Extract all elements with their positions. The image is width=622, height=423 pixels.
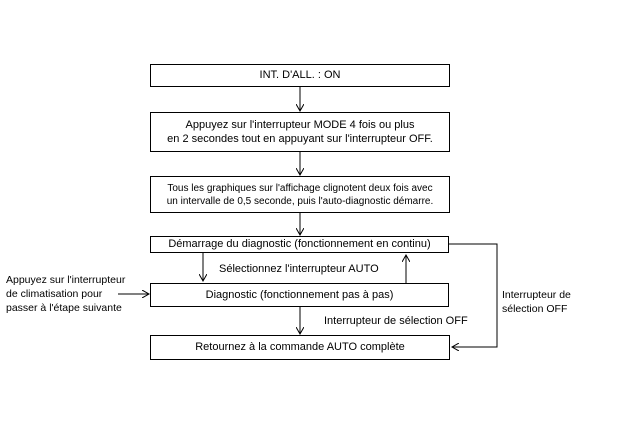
box-stepwise-diagnostic: Diagnostic (fonctionnement pas à pas) — [150, 283, 449, 307]
box-return-auto: Retournez à la commande AUTO complète — [150, 335, 450, 360]
label-ac-switch: Appuyez sur l'interrupteur de climatisat… — [6, 273, 125, 316]
arrow-continuous-to-return — [449, 243, 498, 347]
label-right-select-off-line2: sélection OFF — [502, 303, 568, 316]
box-press-mode: Appuyez sur l'interrupteur MODE 4 fois o… — [150, 112, 450, 152]
box-graphics-blink: Tous les graphiques sur l'affichage clig… — [150, 176, 450, 213]
label-select-off: Interrupteur de sélection OFF — [324, 315, 468, 327]
box-press-mode-line2: en 2 secondes tout en appuyant sur l'int… — [167, 133, 433, 145]
box-ignition-on: INT. D'ALL. : ON — [150, 64, 450, 87]
box-press-mode-line1: Appuyez sur l'interrupteur MODE 4 fois o… — [185, 118, 415, 131]
box-continuous-diagnostic-text: Démarrage du diagnostic (fonctionnement … — [168, 238, 431, 251]
label-ac-switch-line2: de climatisation pour — [6, 288, 103, 301]
label-ac-switch-line3: passer à l'étape suivante — [6, 302, 122, 315]
box-ignition-on-text: INT. D'ALL. : ON — [259, 69, 341, 82]
box-continuous-diagnostic: Démarrage du diagnostic (fonctionnement … — [150, 236, 449, 253]
label-right-select-off: Interrupteur de sélection OFF — [502, 288, 571, 316]
label-ac-switch-line1: Appuyez sur l'interrupteur — [6, 274, 126, 286]
label-right-select-off-line1: Interrupteur de — [502, 289, 571, 301]
box-return-auto-text: Retournez à la commande AUTO complète — [195, 341, 405, 354]
box-stepwise-diagnostic-text: Diagnostic (fonctionnement pas à pas) — [205, 288, 394, 301]
label-select-auto: Sélectionnez l'interrupteur AUTO — [219, 263, 379, 275]
box-graphics-blink-line2: un intervalle de 0,5 seconde, puis l'aut… — [166, 195, 434, 207]
box-graphics-blink-line1: Tous les graphiques sur l'affichage clig… — [167, 182, 433, 194]
